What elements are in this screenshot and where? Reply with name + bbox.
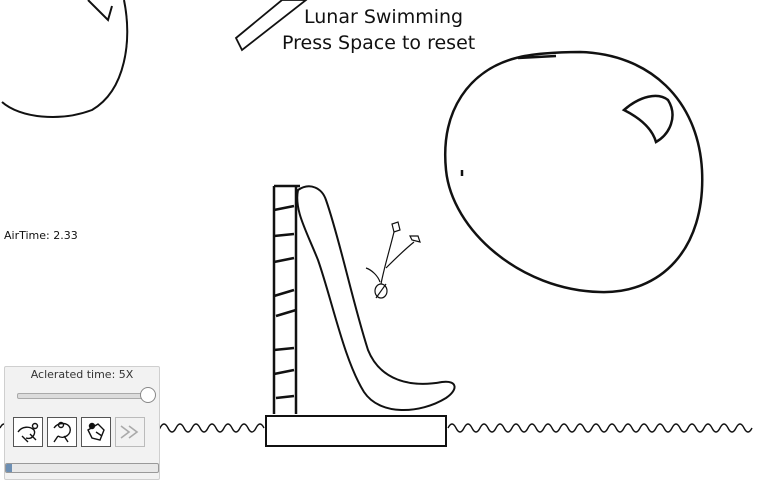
game-title: Lunar Swimming [304,6,464,28]
progress-fill [6,464,13,472]
control-panel: Aclerated time: 5X [4,366,160,480]
reset-hint: Press Space to reset [282,32,476,54]
fast-forward-icon [120,425,139,439]
swimmer-figure [365,221,421,299]
dive-pose-button[interactable] [13,417,43,447]
flip-pose-button[interactable] [47,417,77,447]
swimmer-dive-icon [17,422,39,443]
time-speed-slider[interactable] [17,387,156,403]
diving-board [234,0,308,52]
big-moon [443,50,704,294]
water-slide [296,185,456,411]
fast-forward-button[interactable] [115,417,145,447]
ladder [272,184,300,414]
pool-base [265,415,447,447]
swimmer-flip-icon [53,421,71,443]
airtime-readout: AirTime: 2.33 [4,229,78,242]
slider-thumb[interactable] [140,387,156,403]
swimmer-tuck-icon [87,422,105,441]
tuck-pose-button[interactable] [81,417,111,447]
small-moon [1,0,129,118]
speed-label: Aclerated time: 5X [30,368,134,381]
progress-bar [5,463,159,473]
